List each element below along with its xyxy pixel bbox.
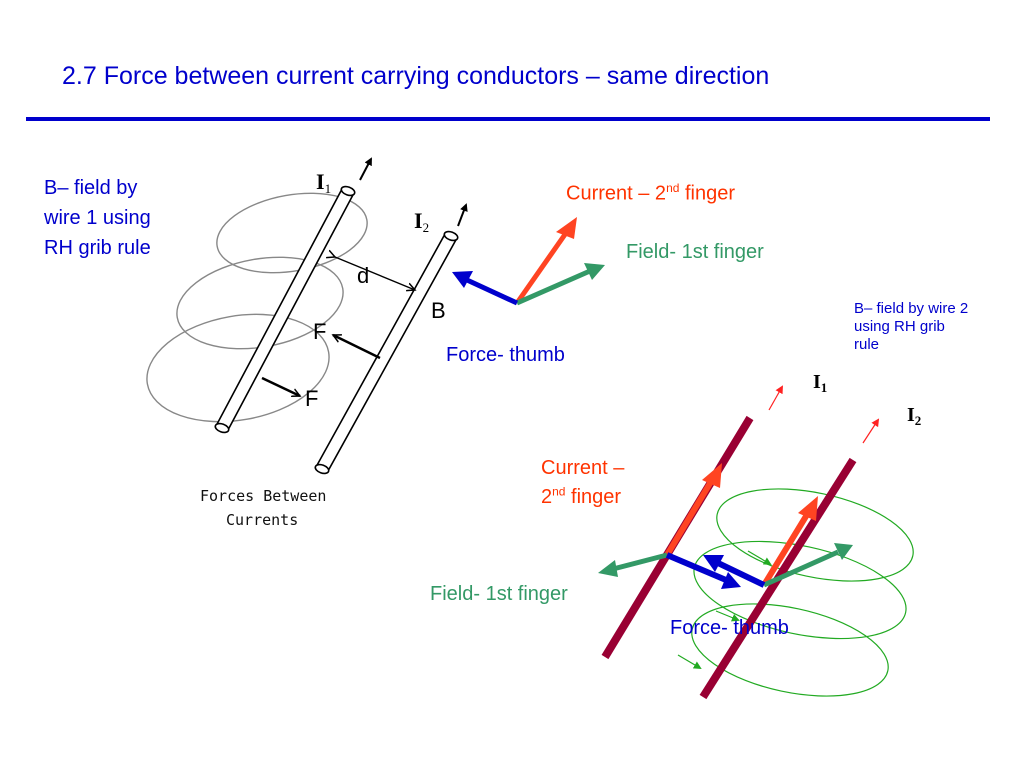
left-figure: I1 I2 d B F F Forces Between Currents [146,157,468,529]
right-current-2-label: I2 [907,404,921,428]
right-figure: I1 I2 [601,371,921,700]
force-label-lower: F [305,386,318,411]
distance-label: d [357,263,369,288]
top-current-arrowhead [556,217,577,239]
wire-1-force-arrowhead [721,572,741,589]
loop-arrow-c [677,654,702,670]
force-2-arrow [333,333,381,360]
wire-2-force-arrowhead [703,555,724,572]
wire-1-force-vector [665,552,728,583]
top-current-sup: nd [666,181,680,195]
force-label-upper: F [313,319,326,344]
wire-2-field-vector [762,549,840,588]
top-current-text: Current – 2 [566,182,667,205]
left-note-line-1: B– field by [44,177,138,199]
top-force-vector [465,277,519,306]
wire-2-field-loops [691,488,914,697]
wire-1-current-arrowhead [702,463,722,488]
wire-2-force-vector [716,560,766,588]
top-current-label: Current – 2nd finger [566,181,735,206]
slide-title: 2.7 Force between current carrying condu… [62,62,770,90]
bottom-current-tail: finger [565,486,622,508]
wire-1-field-vector [612,552,668,572]
wire-1-current-vector [664,478,715,557]
distance-arrow [335,257,415,290]
current-2-arrow [457,203,468,227]
current-2-label: I2 [414,208,429,235]
loop-arrow-a [747,550,772,566]
bottom-field-label: Field- 1st finger [430,583,568,605]
figure-caption-line-1: Forces Between [200,487,326,505]
right-current-1-label: I1 [813,371,827,395]
top-force-arrowhead [452,271,473,288]
top-current-vector [514,231,569,305]
right-note-line-3: rule [854,336,880,353]
bottom-current-num: 2 [541,486,553,508]
bottom-current-label: Current – 2nd finger [541,454,624,512]
bottom-current-line-1: Current – [541,457,625,479]
current-1-red-arrow [768,385,783,411]
wire-2-vectors [703,496,853,588]
field-b-label: B [431,298,446,323]
left-note-line-2: wire 1 using [44,207,151,229]
wire-1 [214,185,356,434]
wire-2-current-vector [761,511,811,587]
bottom-current-sup: nd [552,484,566,499]
force-1-arrow [261,376,300,398]
figure-caption-line-2: Currents [226,511,298,529]
left-note: B– field by wire 1 using RH grib rule [44,173,151,263]
top-field-arrowhead [584,263,605,280]
current-1-arrow [359,157,372,181]
right-note-line-2: using RH grib [854,318,945,335]
right-note-line-1: B– field by wire 2 [854,300,969,317]
top-force-label: Force- thumb [446,344,565,366]
top-field-vector [515,268,592,306]
loop-arrow-b [715,610,740,622]
top-current-tail: finger [679,182,736,205]
top-vector-triad [452,217,605,306]
current-2-red-arrow [862,418,880,444]
bottom-force-label: Force- thumb [670,617,789,639]
wire-1-vectors [598,463,741,589]
right-note: B– field by wire 2 using RH grib rule [854,300,968,354]
wire-2-field-arrowhead [834,543,853,560]
title-divider [26,117,990,121]
top-field-label: Field- 1st finger [626,241,764,263]
current-1-label: I1 [316,169,331,196]
wire-2-current-arrowhead [798,496,818,521]
left-note-line-3: RH grib rule [44,237,151,259]
wire-2 [314,230,459,475]
wire-1-field-arrowhead [598,560,618,577]
